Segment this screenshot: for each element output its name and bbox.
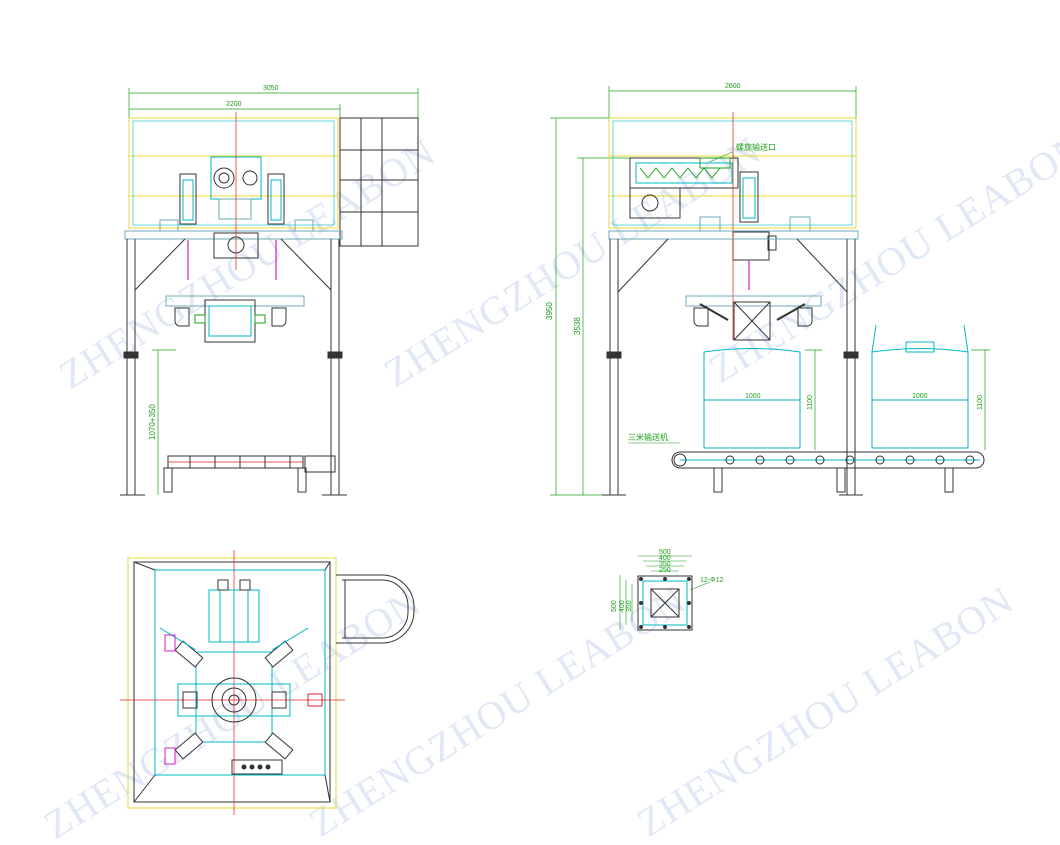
side-overall-width-dim: 2600 (725, 83, 741, 90)
side-bag-1-width-dim: 1000 (745, 393, 761, 400)
front-legs (120, 238, 347, 496)
flange-height-3-dim: 350 (626, 600, 633, 612)
front-overall-width-dim: 3050 (263, 85, 279, 92)
side-bulk-bag-2 (871, 324, 969, 449)
front-hook-frame (165, 295, 305, 343)
front-top-frame (128, 117, 339, 229)
side-screw-label: 螺旋输送口 (736, 142, 776, 152)
side-bag-1-height-dim: 1100 (807, 395, 814, 410)
top-diagonal-arms (159, 627, 309, 760)
side-top-frame (608, 117, 857, 229)
flange-height-1-dim: 500 (611, 600, 618, 612)
top-side-modules (164, 634, 323, 775)
side-bulk-bag-1 (703, 348, 801, 449)
flange-detail: 500 400 350 250 500 400 350 12-Φ12 (611, 549, 724, 631)
side-view: 2600 3950 3538 螺旋输送口 (545, 83, 990, 496)
side-hook-frame (685, 295, 822, 341)
flange-bolt-leader (689, 581, 711, 591)
flange-dim-lines (619, 555, 692, 630)
side-screw-conveyor (629, 157, 739, 219)
front-discharge-height-dim: 1070+350 (148, 404, 157, 440)
flange-bolt-note: 12-Φ12 (700, 577, 724, 584)
side-bag-2-width-dim: 1000 (912, 393, 928, 400)
side-legs (602, 238, 863, 496)
top-view (120, 550, 415, 815)
side-cylinder (732, 171, 777, 261)
front-cylinder-rods (187, 240, 277, 280)
side-bag-2-height-dim: 1100 (977, 395, 984, 410)
flange-outer-width-dim: 500 (659, 549, 671, 556)
side-screw-label-leader (709, 151, 733, 163)
front-frame-width-dim: 2200 (226, 101, 242, 108)
front-conveyor (163, 455, 336, 493)
top-ladder-cage (336, 574, 415, 644)
front-view: 3050 2200 1070+350 (120, 85, 419, 496)
front-platform (124, 219, 343, 240)
front-dimensions (128, 88, 419, 495)
side-conveyor-label: 三米输送机 (628, 432, 668, 442)
side-dimensions (550, 86, 990, 496)
front-cylinders (179, 173, 285, 225)
flange-width-2-dim: 400 (659, 555, 671, 562)
top-outer-frame (127, 557, 337, 809)
side-platform-height-dim: 3538 (573, 317, 582, 335)
front-ladder-cage (339, 117, 419, 247)
flange-width-3-dim: 350 (659, 561, 671, 568)
flange-plate (637, 575, 693, 631)
flange-height-2-dim: 400 (619, 600, 626, 612)
side-total-height-dim: 3950 (545, 302, 554, 320)
flange-width-4-dim: 250 (659, 567, 671, 574)
side-roller-conveyor (671, 451, 985, 493)
side-platform (608, 216, 859, 240)
